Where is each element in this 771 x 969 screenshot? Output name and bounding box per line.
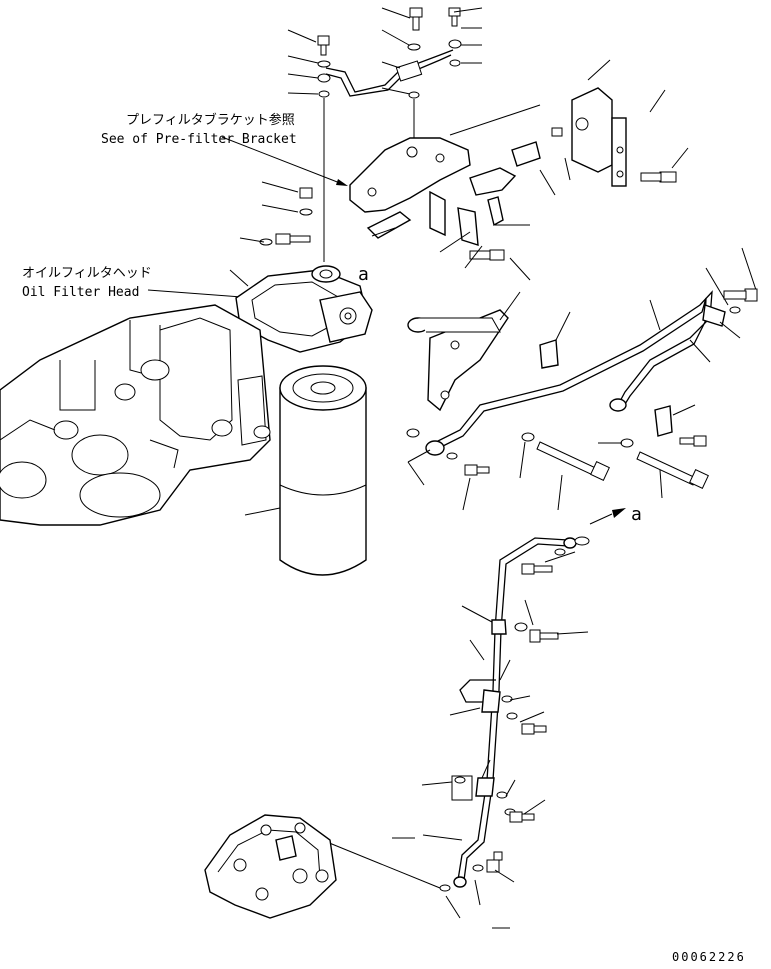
bolt-icon [464, 464, 490, 476]
bolt-icon [723, 288, 758, 302]
prefilter-bracket-label-en: See of Pre-filter Bracket [101, 132, 297, 147]
oil-tube-long [406, 247, 757, 486]
prefilter-bracket-label-jp: プレフィルタブラケット参照 [126, 112, 295, 128]
top-hardware [287, 7, 483, 262]
oil-filter-head-label-jp: オイルフィルタヘッド [22, 266, 152, 281]
bolt-icon [469, 249, 505, 261]
bolt-icon [299, 187, 313, 199]
drawing-number: 00062226 [672, 950, 746, 964]
bolt-icon [486, 851, 503, 873]
bolt-icon [521, 723, 547, 735]
bolt-icon [536, 441, 610, 481]
bolt-icon [679, 435, 707, 447]
oil-valve-body [204, 814, 337, 919]
reference-mark-a-top: a [358, 264, 369, 285]
bolt-icon [636, 451, 709, 489]
filter-bracket-right [407, 291, 571, 412]
oil-tube-vertical [321, 536, 590, 929]
bolt-icon [317, 35, 330, 56]
oil-filter-head-label-en: Oil Filter Head [22, 285, 139, 300]
bolt-icon [448, 7, 461, 27]
bolt-icon [521, 563, 553, 575]
reference-mark-a-right: a [631, 504, 642, 525]
long-bolts [462, 288, 758, 511]
bolt-icon [275, 233, 311, 245]
engine-block [0, 304, 271, 526]
oil-filter-head [229, 265, 373, 353]
bolt-icon [409, 7, 423, 31]
bolt-icon [509, 811, 535, 823]
bolt-icon [640, 171, 677, 183]
prefilter-fittings [239, 59, 689, 281]
prefilter-bracket [349, 137, 479, 246]
oil-filter-cartridge [244, 365, 367, 576]
bolt-icon [529, 629, 559, 643]
